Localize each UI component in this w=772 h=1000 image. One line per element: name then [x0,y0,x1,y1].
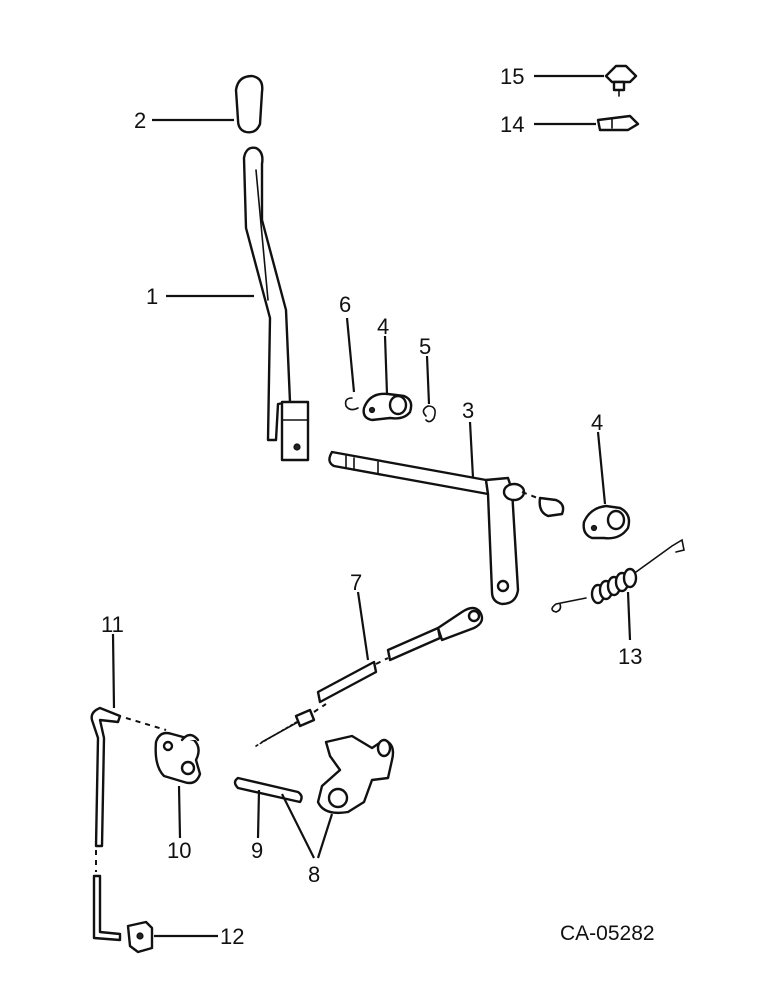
callout-14: 14 [500,112,524,137]
part-4-bearing-flange-right [582,504,631,540]
callout-7: 7 [350,570,362,595]
part-3-shift-shaft [328,450,565,606]
part-4-bearing-flange-upper [362,392,413,422]
part-7-control-cable [255,606,484,747]
callout-4-upper: 4 [377,314,389,339]
part-12-clip [126,920,154,954]
part-11-shift-rod [90,706,167,942]
callout-11: 11 [101,612,124,637]
part-5-snap-ring [422,405,436,423]
callout-9: 9 [251,838,263,863]
callout-3: 3 [462,398,474,423]
part-6-snap-ring [344,397,359,411]
callout-13: 13 [618,644,642,669]
part-9-pin [233,776,303,804]
part-13-spring [551,538,685,613]
callout-10: 10 [167,838,191,863]
part-1-shift-lever [242,146,310,462]
part-15-fastener [604,64,638,97]
callout-6: 6 [339,292,351,317]
callout-1: 1 [146,284,158,309]
callout-8: 8 [308,862,320,887]
callout-4-right: 4 [591,410,603,435]
callout-5: 5 [419,334,431,359]
part-10-link [154,731,202,785]
part-2-knob [234,74,264,134]
drawing-code: CA-05282 [560,922,655,945]
callout-15: 15 [500,64,524,89]
callout-12: 12 [220,924,244,949]
part-14-clip [596,114,640,132]
leader-lines [111,74,632,938]
part-8-shift-fork [316,734,395,815]
callout-2: 2 [134,108,146,133]
